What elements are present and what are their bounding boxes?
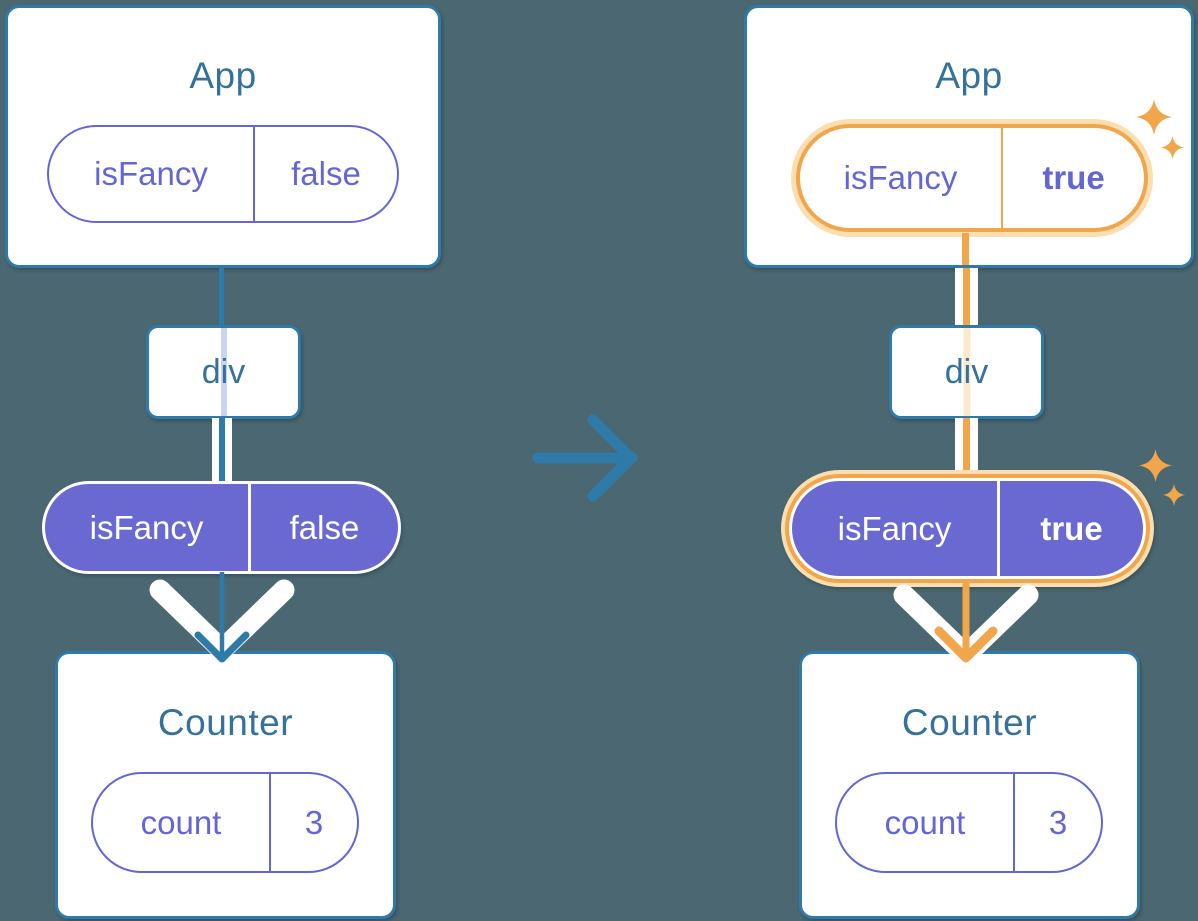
div-node-card: div	[889, 325, 1044, 419]
pipe-white-right	[970, 268, 978, 325]
prop-arrow-down-icon	[893, 583, 1039, 666]
count-key: count	[140, 803, 222, 841]
app-card-highlighted: App isFancy true	[744, 5, 1194, 268]
app-card: App isFancy false	[5, 5, 441, 268]
prop-key: isFancy	[837, 509, 952, 547]
pipe-white-right	[225, 418, 232, 482]
state-pill-highlighted: isFancy true	[791, 119, 1153, 237]
sparkle-icon-large	[1136, 99, 1172, 135]
prop-pill-highlighted: isFancy true	[781, 470, 1154, 587]
pipe-white-left	[955, 268, 963, 325]
div-to-prop-pipe	[212, 418, 232, 482]
prop-pass-line	[963, 328, 970, 416]
state-line-orange	[962, 233, 969, 265]
pipe-white-left	[955, 418, 963, 478]
state-value: false	[253, 127, 397, 221]
state-key: isFancy	[843, 159, 958, 196]
sparkle-icon-small	[1163, 484, 1185, 506]
count-value: 3	[269, 774, 357, 871]
count-value: 3	[1013, 774, 1101, 871]
div-label: div	[201, 352, 246, 391]
app-title: App	[189, 55, 257, 96]
count-pill: count 3	[91, 772, 359, 873]
prop-pass-line	[220, 328, 227, 416]
sparkle-icon-large	[1139, 449, 1172, 482]
pipe-core-orange	[963, 418, 970, 478]
app-title: App	[935, 55, 1003, 96]
counter-title: Counter	[901, 702, 1038, 743]
count-key: count	[884, 803, 966, 841]
sparkle-icon-small	[1161, 136, 1184, 159]
transition-right-arrow-icon	[532, 414, 638, 502]
state-key: isFancy	[94, 155, 208, 192]
state-value: true	[1001, 128, 1144, 228]
div-to-prop-pipe	[955, 418, 978, 478]
prop-value: true	[997, 481, 1143, 576]
prop-key: isFancy	[89, 508, 204, 546]
prop-value: false	[248, 484, 398, 571]
app-to-div-pipe	[955, 268, 978, 325]
state-pill: isFancy false	[47, 125, 399, 223]
counter-card: Counter count 3	[55, 651, 396, 919]
count-pill: count 3	[835, 772, 1103, 873]
pipe-core-orange	[963, 268, 970, 325]
counter-title: Counter	[157, 702, 294, 743]
div-label: div	[944, 352, 989, 391]
pipe-core-blue	[219, 418, 225, 482]
pipe-white-left	[212, 418, 219, 482]
div-node-card: div	[146, 325, 301, 419]
app-to-div-connector	[219, 267, 224, 325]
prop-pill: isFancy false	[42, 481, 401, 574]
counter-card: Counter count 3	[799, 651, 1140, 919]
pipe-white-right	[970, 418, 978, 478]
prop-arrow-down-icon	[149, 572, 295, 663]
